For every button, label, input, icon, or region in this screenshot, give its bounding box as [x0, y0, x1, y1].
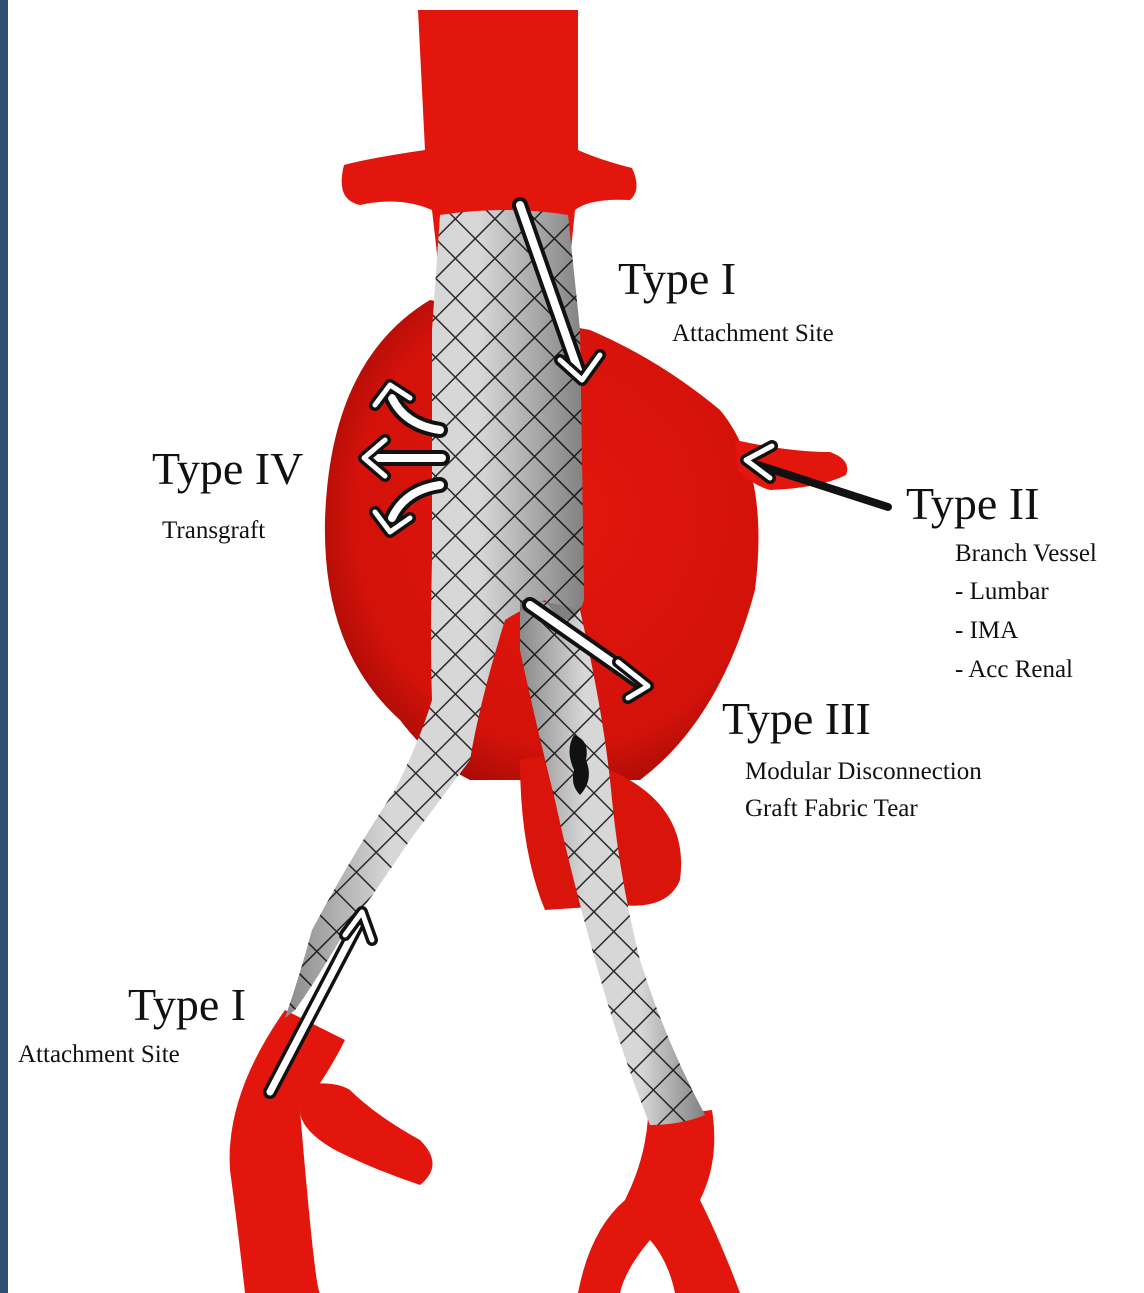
type2-list: - Lumbar - IMA - Acc Renal [955, 572, 1073, 689]
type2-sub: Branch Vessel [955, 540, 1097, 568]
type1-top-title: Type I [618, 252, 736, 305]
type2-item-lumbar: - Lumbar [955, 572, 1073, 611]
type3-title: Type III [722, 692, 871, 745]
type2-title: Type II [906, 477, 1039, 530]
type1-bottom-sub: Attachment Site [18, 1041, 180, 1069]
type2-item-ima: - IMA [955, 611, 1073, 650]
type4-sub: Transgraft [162, 517, 265, 545]
type3-sub1: Modular Disconnection [745, 758, 982, 786]
type1-bottom-title: Type I [128, 978, 246, 1031]
type2-item-acc-renal: - Acc Renal [955, 650, 1073, 689]
type4-title: Type IV [152, 442, 303, 495]
type3-sub2: Graft Fabric Tear [745, 795, 918, 823]
type1-top-sub: Attachment Site [672, 320, 834, 348]
